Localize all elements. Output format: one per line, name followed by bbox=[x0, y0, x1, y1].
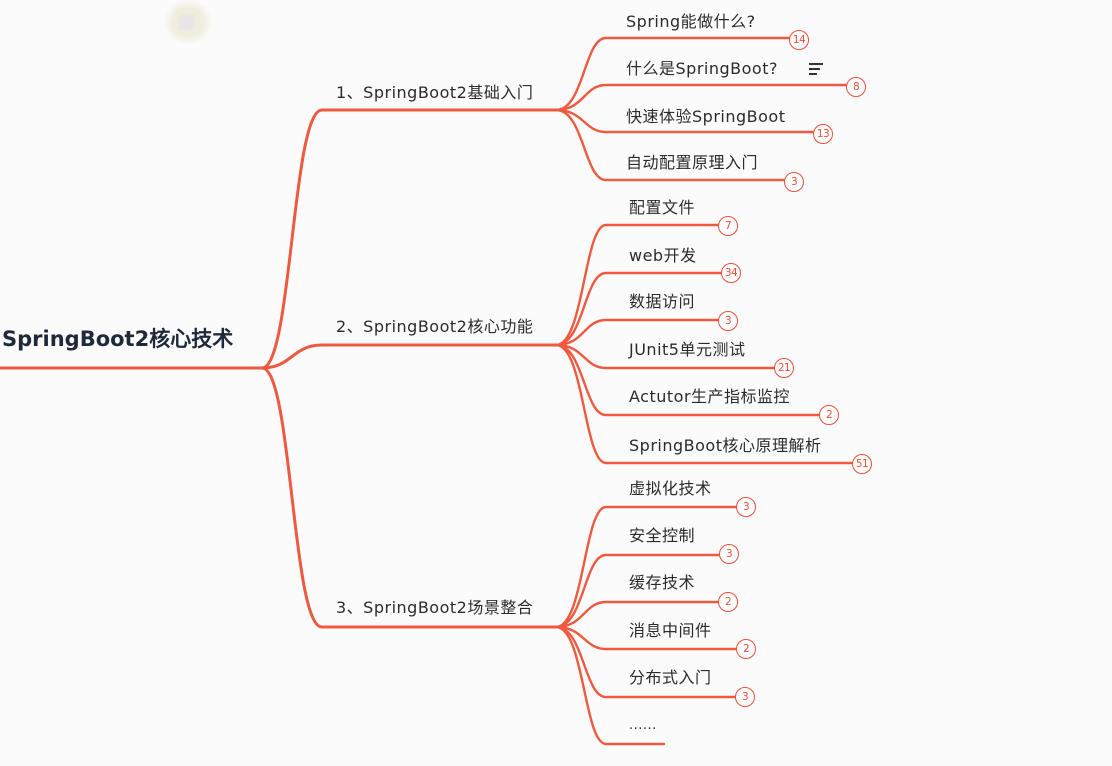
topic-config-files[interactable]: 配置文件 bbox=[629, 198, 696, 217]
note-lines-icon[interactable] bbox=[809, 63, 823, 75]
branch-to-topic-connector bbox=[554, 625, 666, 746]
count-badge[interactable]: 21 bbox=[774, 358, 794, 378]
branch-to-topic-connector bbox=[554, 271, 734, 347]
branch-topic-basics[interactable]: 1、SpringBoot2基础入门 bbox=[336, 83, 534, 102]
count-badge[interactable]: 3 bbox=[735, 687, 755, 707]
branch-to-topic-connector bbox=[554, 553, 732, 629]
topic-more[interactable]: ...... bbox=[629, 718, 657, 733]
topic-core-principles[interactable]: SpringBoot核心原理解析 bbox=[629, 436, 822, 455]
branch-to-topic-connector bbox=[554, 343, 864, 465]
topic-distributed[interactable]: 分布式入门 bbox=[629, 668, 712, 687]
branch-to-topic-connector bbox=[554, 625, 748, 651]
branch-topic-core-features[interactable]: 2、SpringBoot2核心功能 bbox=[336, 317, 534, 336]
count-badge[interactable]: 2 bbox=[736, 639, 756, 659]
branch-to-topic-connector bbox=[554, 83, 860, 112]
branch-to-topic-connector bbox=[554, 600, 732, 629]
count-badge[interactable]: 3 bbox=[784, 172, 804, 192]
branch-topic-integration[interactable]: 3、SpringBoot2场景整合 bbox=[336, 598, 534, 617]
count-badge[interactable]: 3 bbox=[736, 497, 756, 517]
count-badge[interactable]: 8 bbox=[846, 77, 866, 97]
topic-spring-capabilities[interactable]: Spring能做什么? bbox=[626, 12, 756, 31]
count-badge[interactable]: 2 bbox=[819, 405, 839, 425]
topic-junit5[interactable]: JUnit5单元测试 bbox=[629, 340, 746, 359]
topic-messaging[interactable]: 消息中间件 bbox=[629, 621, 712, 640]
topic-security[interactable]: 安全控制 bbox=[629, 526, 696, 545]
count-badge[interactable]: 51 bbox=[852, 454, 872, 474]
count-badge[interactable]: 14 bbox=[789, 30, 809, 50]
branch-to-topic-connector bbox=[554, 343, 788, 370]
count-badge[interactable]: 34 bbox=[721, 263, 741, 283]
count-badge[interactable]: 3 bbox=[719, 544, 739, 564]
root-topic[interactable]: SpringBoot2核心技术 bbox=[2, 327, 234, 351]
topic-virtualization[interactable]: 虚拟化技术 bbox=[629, 479, 712, 498]
branch-to-topic-connector bbox=[554, 318, 732, 347]
topic-data-access[interactable]: 数据访问 bbox=[629, 292, 696, 311]
count-badge[interactable]: 3 bbox=[718, 311, 738, 331]
branch-to-topic-connector bbox=[554, 505, 748, 629]
branch-to-topic-connector bbox=[554, 36, 802, 112]
topic-quick-experience[interactable]: 快速体验SpringBoot bbox=[626, 107, 786, 126]
count-badge[interactable]: 2 bbox=[718, 592, 738, 612]
topic-actuator[interactable]: Actutor生产指标监控 bbox=[629, 387, 791, 406]
branch-to-topic-connector bbox=[554, 223, 732, 347]
topic-caching[interactable]: 缓存技术 bbox=[629, 573, 696, 592]
root-to-branch-connector bbox=[260, 343, 558, 370]
topic-what-is-springboot[interactable]: 什么是SpringBoot? bbox=[626, 59, 778, 78]
topic-autoconfig-intro[interactable]: 自动配置原理入门 bbox=[626, 153, 759, 172]
topic-web-dev[interactable]: web开发 bbox=[629, 246, 697, 265]
root-to-branch-connector bbox=[260, 108, 558, 370]
blurred-cursor-artifact bbox=[164, 0, 212, 44]
count-badge[interactable]: 7 bbox=[718, 216, 738, 236]
branch-to-topic-connector bbox=[554, 108, 826, 134]
root-to-branch-connector bbox=[260, 366, 558, 629]
branch-to-topic-connector bbox=[554, 108, 797, 182]
count-badge[interactable]: 13 bbox=[813, 124, 833, 144]
